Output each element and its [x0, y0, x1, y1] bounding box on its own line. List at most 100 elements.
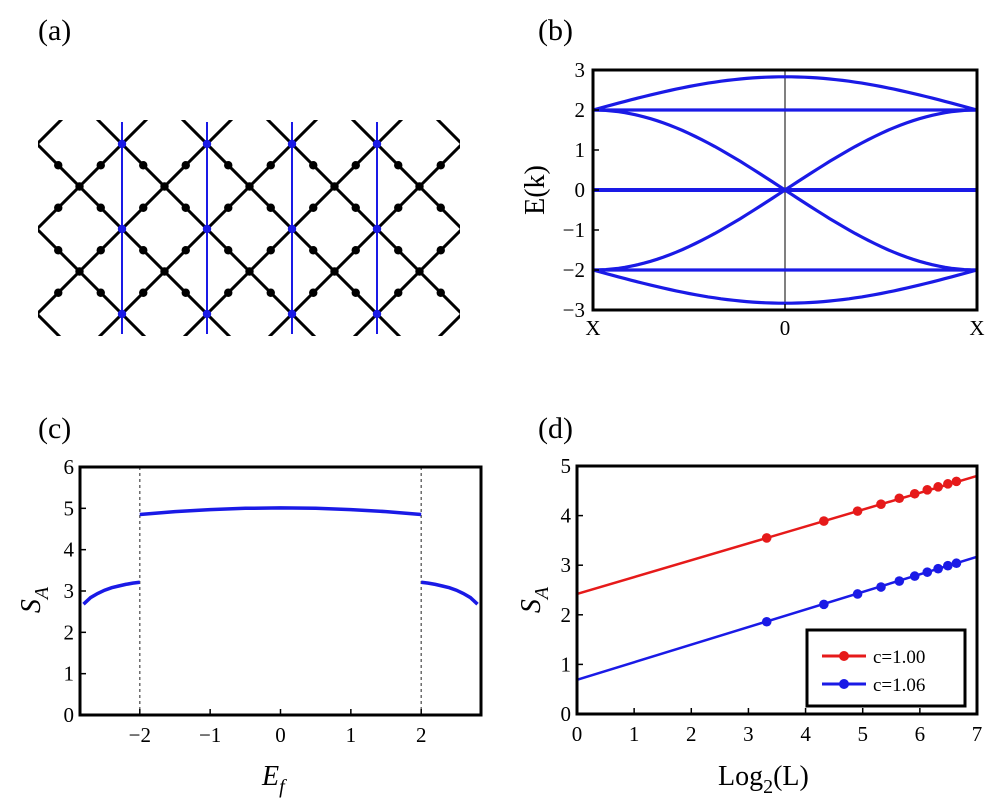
lattice-site — [117, 224, 127, 234]
lattice-site — [96, 246, 105, 255]
lattice-bond — [0, 59, 37, 399]
legend: c=1.00c=1.06 — [805, 628, 967, 708]
lattice-site — [96, 161, 105, 170]
lattice-bond — [38, 142, 232, 336]
lattice-site — [372, 309, 382, 319]
lattice-site — [224, 161, 233, 170]
lattice-site — [351, 246, 360, 255]
scaling-xtick-label: 3 — [743, 722, 754, 746]
scaling-xtick-label: 1 — [629, 722, 640, 746]
lattice-site — [181, 246, 190, 255]
entropy-ytick-label: 4 — [64, 538, 75, 562]
entropy-ytick-label: 1 — [64, 662, 75, 686]
scaling-point-1 — [876, 582, 886, 592]
entropy-series-segment-0 — [82, 580, 140, 606]
lattice-site — [202, 139, 212, 149]
legend-marker-0 — [839, 651, 849, 661]
scaling-xtick-label: 7 — [972, 722, 983, 746]
lattice-site — [224, 246, 233, 255]
lattice-site — [139, 161, 148, 170]
lattice-site — [309, 288, 318, 297]
scaling-y-axis-label-sub: A — [531, 586, 553, 601]
lattice-site — [394, 161, 403, 170]
panel-d-label: (d) — [538, 412, 573, 445]
lattice-site — [54, 246, 63, 255]
band-series-4 — [592, 268, 978, 305]
scaling-point-0 — [943, 479, 953, 489]
entropy-ytick-label: 5 — [64, 496, 75, 520]
lattice-site — [309, 161, 318, 170]
band-y-axis-label: E(k) — [520, 165, 551, 215]
lattice-site — [309, 203, 318, 212]
lattice-site — [436, 246, 445, 255]
scaling-ytick-label: 5 — [561, 454, 572, 478]
lattice-site — [54, 203, 63, 212]
entropy-series-segment-1 — [139, 506, 422, 517]
lattice-site — [372, 224, 382, 234]
lattice-site — [351, 161, 360, 170]
scaling-xtick-label: 6 — [915, 722, 926, 746]
scaling-point-1 — [819, 599, 829, 610]
entropy-xtick-label: −1 — [199, 723, 221, 747]
lattice-site — [245, 182, 254, 191]
band-series-6 — [592, 188, 978, 272]
band-ytick-label: −2 — [563, 258, 585, 282]
lattice-site — [160, 182, 169, 191]
lattice-site — [139, 203, 148, 212]
lattice-site — [436, 288, 445, 297]
scaling-ytick-label: 1 — [561, 652, 572, 676]
band-series-3 — [592, 75, 978, 112]
scaling-x-axis-label-main: Log — [718, 761, 763, 792]
lattice-site — [266, 246, 275, 255]
scaling-y-axis-label-main: S — [516, 599, 547, 613]
lattice-site — [436, 161, 445, 170]
band-ytick-label: 0 — [575, 178, 586, 202]
entropy-xtick-label: 2 — [416, 723, 427, 747]
lattice-site — [394, 246, 403, 255]
entropy-y-axis-label-sub: A — [31, 586, 53, 601]
entropy-x-axis-label-main: E — [261, 761, 279, 792]
scaling-series — [576, 474, 978, 681]
legend-label-0: c=1.00 — [873, 647, 925, 668]
panel-b-label: (b) — [538, 14, 573, 47]
lattice-bond — [38, 227, 147, 336]
scaling-point-1 — [761, 616, 772, 627]
lattice-site — [266, 203, 275, 212]
lattice-site — [224, 288, 233, 297]
scaling-point-0 — [819, 516, 829, 526]
scaling-y-axis-label: SA — [516, 586, 553, 613]
legend-marker-1 — [839, 679, 849, 689]
band-xtick-label: X — [969, 316, 984, 340]
entropy-ytick-label: 3 — [64, 579, 75, 603]
entropy-x-axis-label: Ef — [261, 761, 287, 798]
lattice-site — [75, 182, 84, 191]
scaling-point-1 — [951, 558, 962, 569]
scaling-point-1 — [852, 589, 863, 599]
band-xtick-label: 0 — [780, 316, 791, 340]
scaling-ytick-label: 0 — [561, 702, 572, 726]
band-xtick-label: X — [585, 316, 600, 340]
lattice-site — [54, 161, 63, 170]
entropy-ytick-label: 6 — [64, 455, 75, 479]
lattice-bond — [38, 120, 234, 316]
entropy-ytick-label: 0 — [64, 703, 75, 727]
entropy-y-axis-label: SA — [16, 586, 53, 613]
lattice-site — [330, 267, 339, 276]
lattice-site — [181, 203, 190, 212]
lattice-site — [139, 246, 148, 255]
scaling-xtick-label: 5 — [857, 722, 868, 746]
entropy-curves — [82, 467, 479, 715]
lattice-site — [394, 288, 403, 297]
band-ytick-label: 3 — [575, 58, 586, 82]
scaling-point-0 — [922, 485, 933, 495]
scaling-point-1 — [943, 560, 953, 571]
lattice-site — [351, 203, 360, 212]
band-plot-frame — [591, 68, 979, 312]
scaling-point-0 — [909, 488, 920, 499]
lattice-site — [96, 288, 105, 297]
